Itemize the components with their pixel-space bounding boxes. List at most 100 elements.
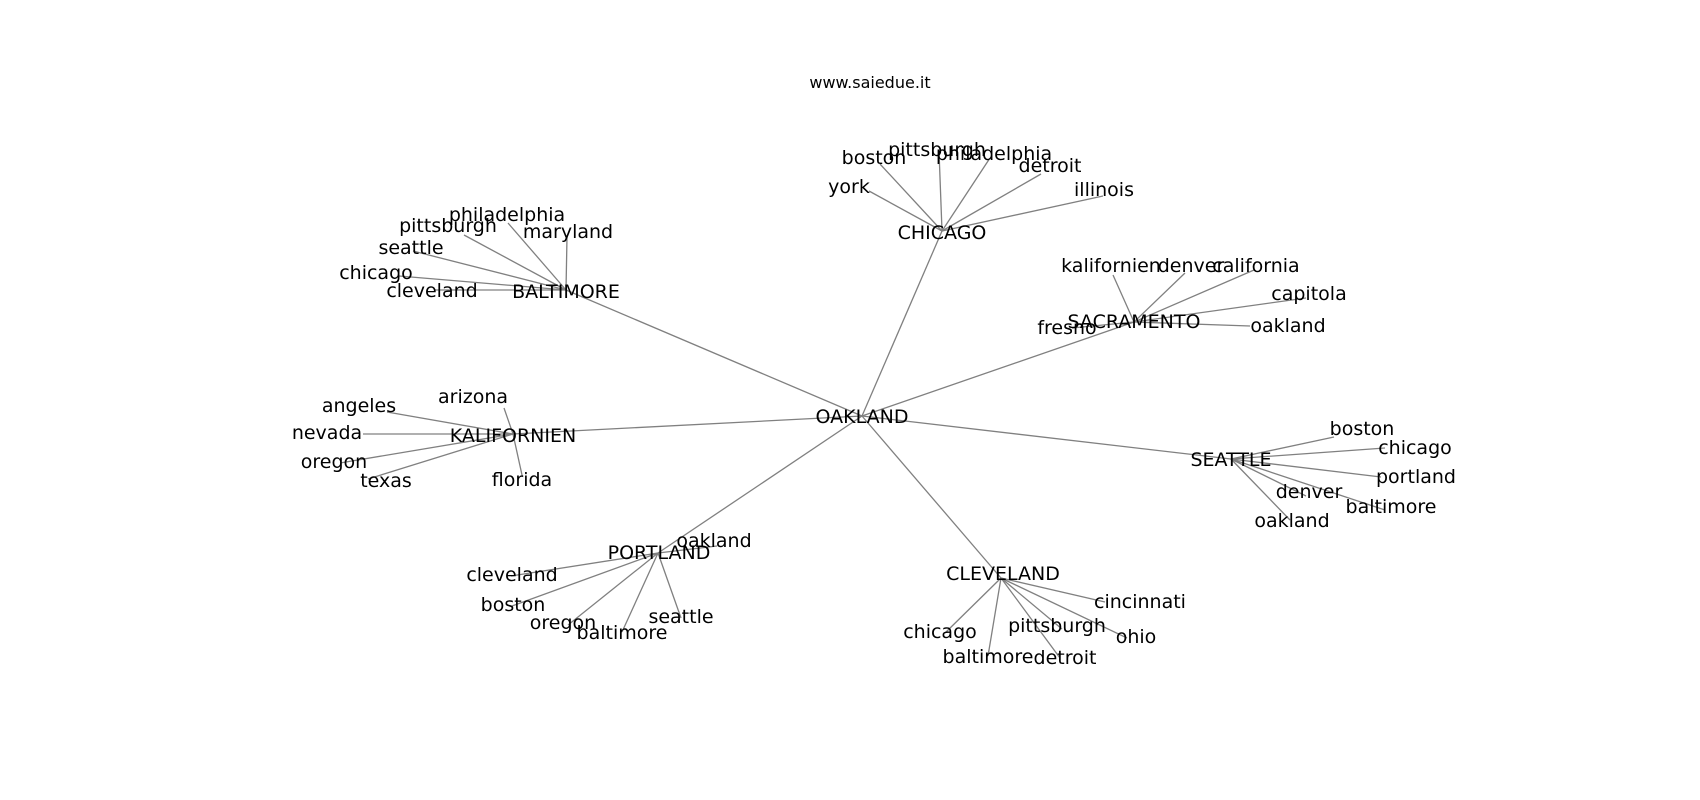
edge-seattle-denver	[1230, 458, 1307, 497]
edge-baltimore-chicago	[398, 275, 567, 291]
edge-root-seattle	[861, 415, 1232, 460]
leaf-node-baltimore-chicago: chicago	[339, 262, 413, 284]
hub-node-baltimore: BALTIMORE	[512, 281, 620, 303]
edge-sacramento-kalifornien	[1112, 274, 1135, 323]
edge-root-chicago	[861, 230, 943, 417]
leaf-node-chicago-illinois: illinois	[1074, 179, 1134, 201]
edge-cleveland-chicago	[944, 577, 1002, 634]
leaf-node-chicago-york: york	[828, 176, 870, 198]
edge-cleveland-detroit	[1000, 577, 1061, 659]
leaf-node-baltimore-cleveland: cleveland	[386, 280, 477, 302]
edge-baltimore-pittsburgh	[463, 234, 567, 291]
leaf-node-portland-cleveland: cleveland	[466, 564, 557, 586]
leaf-node-kalifornien-angeles: angeles	[322, 395, 396, 417]
leaf-node-seattle-portland: portland	[1376, 466, 1456, 488]
edge-chicago-philadelphia	[941, 157, 991, 232]
edge-kalifornien-oregon	[339, 433, 514, 464]
edge-portland-oakland	[657, 545, 718, 554]
leaf-node-portland-oregon: oregon	[530, 612, 596, 634]
leaf-node-cleveland-cincinnati: cincinnati	[1094, 591, 1186, 613]
root-node-oakland: OAKLAND	[816, 406, 909, 428]
edge-cleveland-ohio	[1000, 577, 1128, 639]
leaf-node-sacramento-denver: denver	[1158, 255, 1225, 277]
edge-baltimore-seattle	[412, 250, 567, 291]
leaf-node-sacramento-fresno: fresno	[1037, 317, 1096, 339]
edge-baltimore-philadelphia	[507, 222, 567, 291]
hub-node-sacramento: SACRAMENTO	[1068, 311, 1201, 333]
hub-node-cleveland: CLEVELAND	[946, 563, 1060, 585]
edge-seattle-portland	[1230, 458, 1382, 478]
leaf-node-kalifornien-texas: texas	[360, 470, 412, 492]
edge-cleveland-cincinnati	[1000, 577, 1106, 603]
leaf-node-cleveland-baltimore: baltimore	[943, 646, 1034, 668]
leaf-node-cleveland-ohio: ohio	[1116, 626, 1157, 648]
leaf-node-portland-boston: boston	[481, 594, 546, 616]
leaf-node-cleveland-pittsburgh: pittsburgh	[1008, 615, 1106, 637]
edge-kalifornien-florida	[512, 433, 523, 476]
edge-sacramento-oakland	[1133, 321, 1251, 327]
leaf-node-portland-baltimore: baltimore	[577, 622, 668, 644]
edge-seattle-oakland	[1230, 458, 1291, 521]
edge-root-baltimore	[565, 289, 863, 417]
leaf-node-chicago-boston: boston	[842, 147, 907, 169]
edge-seattle-chicago	[1230, 447, 1386, 460]
edge-sacramento-denver	[1133, 272, 1186, 323]
edge-sacramento-capitola	[1133, 297, 1307, 323]
leaf-node-sacramento-california: california	[1212, 255, 1299, 277]
leaf-node-baltimore-pittsburgh: pittsburgh	[399, 215, 497, 237]
edge-chicago-york	[868, 190, 943, 232]
edge-portland-seattle	[657, 552, 682, 619]
edge-cleveland-pittsburgh	[1000, 577, 1063, 630]
edge-portland-oregon	[567, 552, 659, 626]
leaf-node-cleveland-chicago: chicago	[903, 621, 977, 643]
leaf-node-kalifornien-oregon: oregon	[301, 451, 367, 473]
hub-node-portland: PORTLAND	[608, 542, 711, 564]
leaf-node-seattle-boston: boston	[1330, 418, 1395, 440]
leaf-node-portland-oakland: oakland	[676, 530, 751, 552]
edge-root-sacramento	[861, 321, 1135, 417]
leaf-node-baltimore-maryland: maryland	[523, 221, 613, 243]
hub-node-kalifornien: KALIFORNIEN	[450, 425, 576, 447]
leaf-node-seattle-chicago: chicago	[1378, 437, 1452, 459]
edge-chicago-illinois	[941, 195, 1104, 232]
edge-root-portland	[657, 415, 863, 554]
site-credit: www.saiedue.it	[809, 73, 930, 92]
edge-portland-boston	[511, 552, 659, 607]
hub-node-seattle: SEATTLE	[1190, 449, 1271, 471]
edge-sacramento-california	[1133, 269, 1255, 323]
leaf-node-chicago-philadelphia: philadelphia	[936, 143, 1052, 165]
leaf-node-baltimore-seattle: seattle	[378, 237, 443, 259]
leaf-node-cleveland-detroit: detroit	[1034, 647, 1097, 669]
leaf-node-kalifornien-florida: florida	[492, 469, 552, 491]
leaf-node-portland-seattle: seattle	[648, 606, 713, 628]
leaf-node-chicago-detroit: detroit	[1019, 155, 1082, 177]
leaf-node-sacramento-capitola: capitola	[1271, 283, 1346, 305]
leaf-node-chicago-pittsburgh: pittsburgh	[888, 139, 986, 161]
edge-seattle-baltimore	[1230, 458, 1386, 511]
edge-chicago-boston	[879, 163, 943, 232]
edge-baltimore-maryland	[565, 236, 568, 291]
hub-node-chicago: CHICAGO	[898, 222, 987, 244]
edge-kalifornien-angeles	[386, 411, 514, 435]
edge-root-kalifornien	[512, 415, 863, 435]
edge-sacramento-fresno	[1071, 321, 1135, 329]
leaf-node-sacramento-kalifornien: kalifornien	[1061, 255, 1161, 277]
graph-edges	[339, 150, 1386, 659]
edge-seattle-boston	[1230, 436, 1335, 460]
leaf-node-sacramento-oakland: oakland	[1250, 315, 1325, 337]
leaf-node-kalifornien-arizona: arizona	[438, 386, 508, 408]
leaf-node-seattle-denver: denver	[1276, 481, 1343, 503]
edge-chicago-pittsburgh	[938, 150, 943, 232]
leaf-node-kalifornien-nevada: nevada	[292, 422, 362, 444]
edge-chicago-detroit	[941, 173, 1042, 232]
edge-kalifornien-texas	[367, 433, 514, 480]
edge-kalifornien-arizona	[503, 407, 514, 435]
edge-portland-baltimore	[621, 552, 659, 633]
edge-portland-cleveland	[510, 552, 659, 577]
leaf-node-seattle-oakland: oakland	[1254, 510, 1329, 532]
leaf-node-seattle-baltimore: baltimore	[1346, 496, 1437, 518]
edge-cleveland-baltimore	[987, 577, 1002, 657]
edge-root-cleveland	[861, 415, 1002, 579]
